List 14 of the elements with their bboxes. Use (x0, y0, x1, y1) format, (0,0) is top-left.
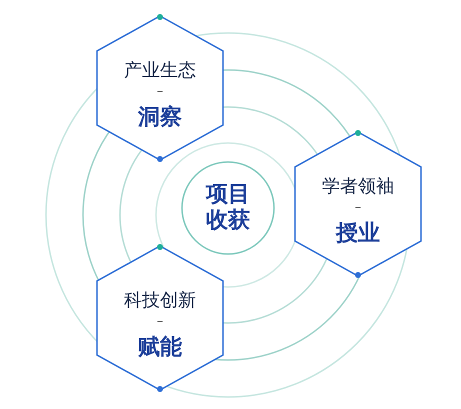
node-keyword: 赋能 (137, 334, 183, 362)
hexagon-node (95, 244, 225, 392)
hexagon-node (95, 14, 225, 162)
node-keyword: 洞察 (136, 104, 183, 132)
hexagon-node (293, 130, 423, 278)
center-title: 项目收获 (204, 182, 251, 234)
node-title: 学者领袖 (321, 175, 395, 198)
center-circle (180, 160, 276, 256)
node-keyword: 授业 (334, 220, 381, 248)
node-title: 产业生态 (123, 59, 197, 82)
dash-separator: – (156, 314, 164, 329)
dash-separator: – (354, 200, 362, 215)
node-title: 科技创新 (123, 289, 197, 312)
dash-separator: – (156, 84, 164, 99)
